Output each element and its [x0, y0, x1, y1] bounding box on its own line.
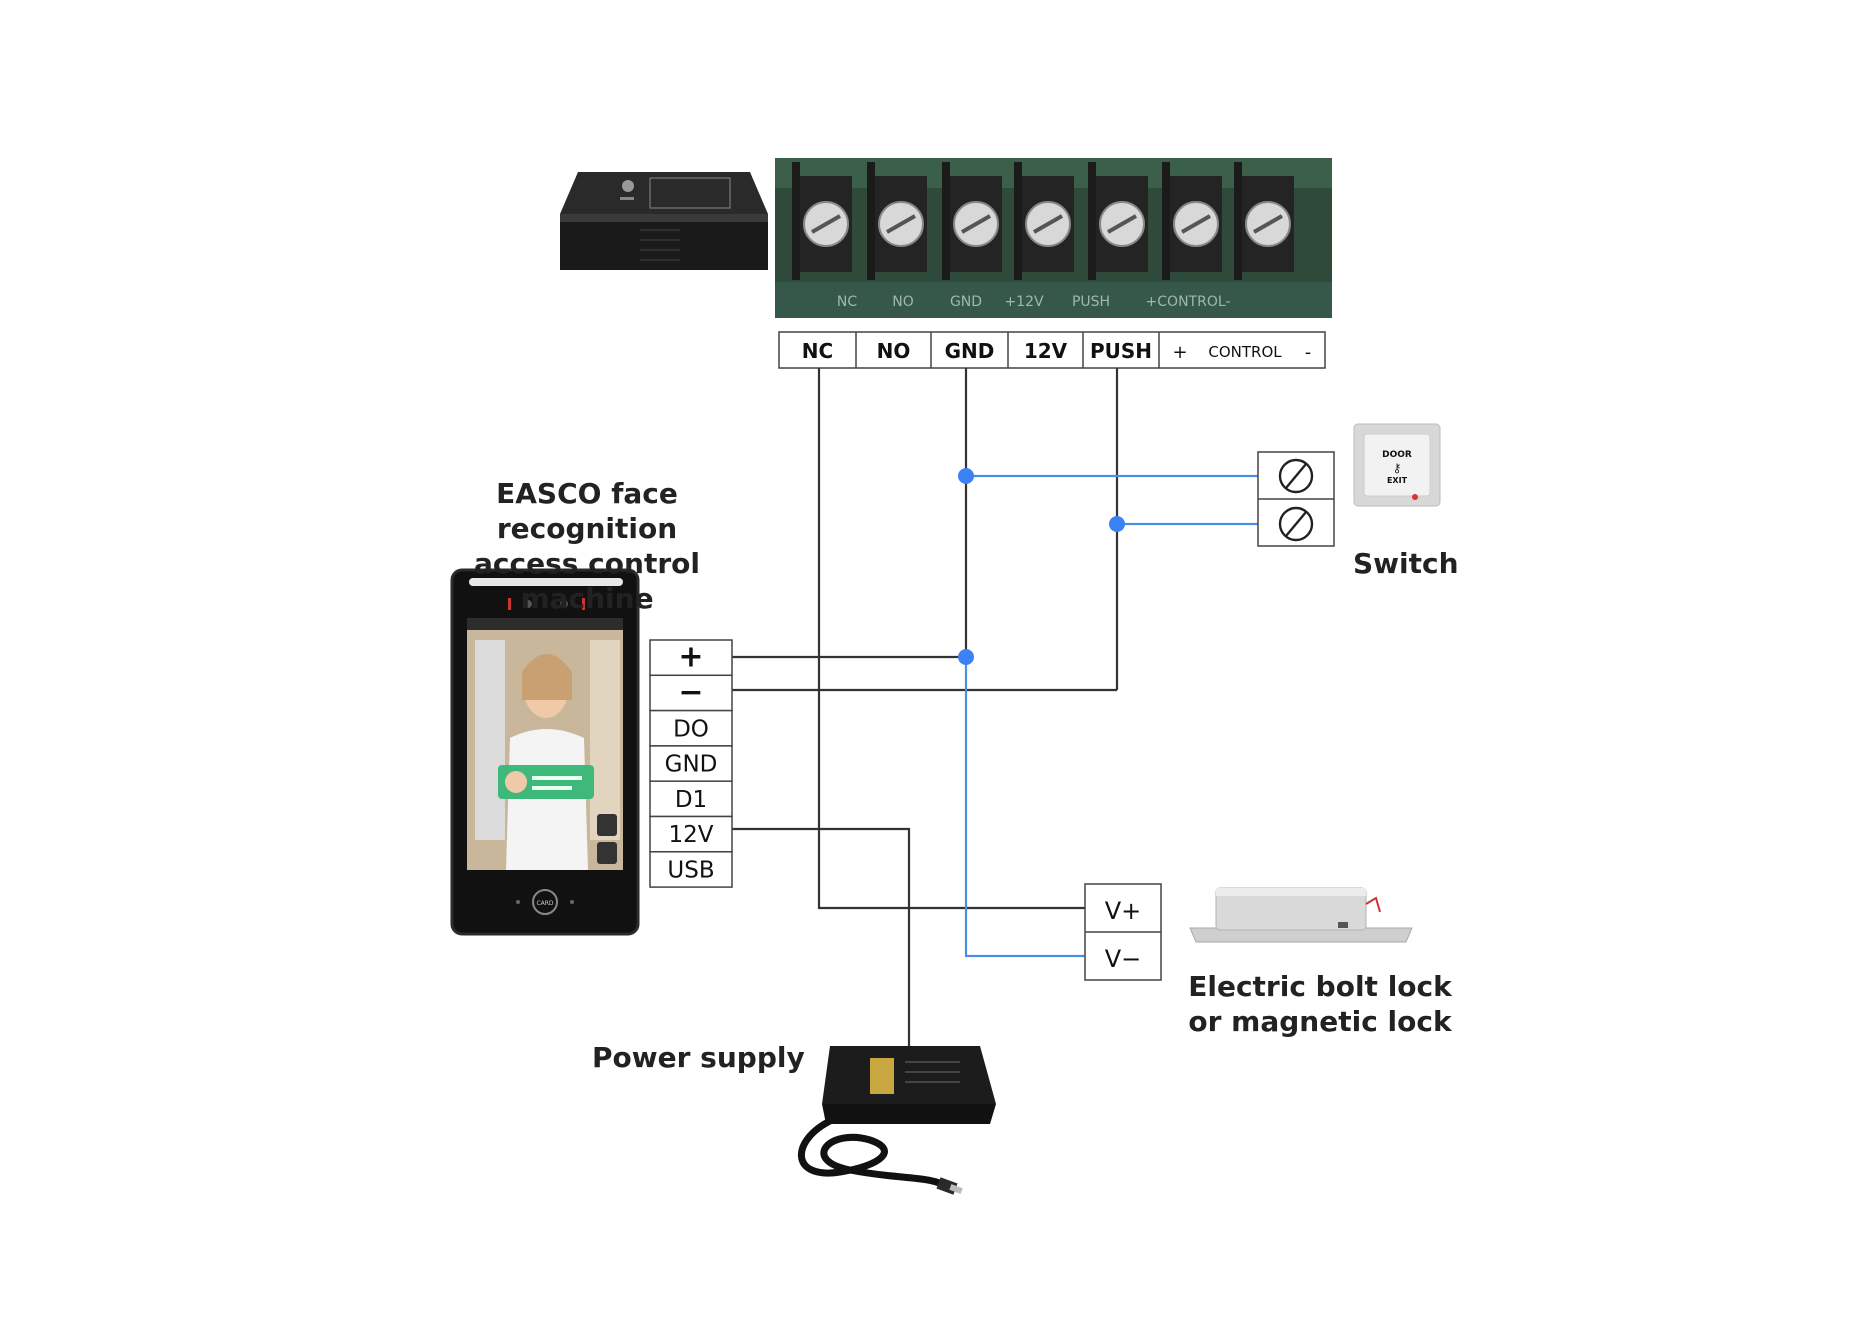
terminal-separator	[1162, 162, 1170, 280]
device-terminal-label: D1	[675, 787, 707, 813]
lock-label-line2: or magnetic lock	[1188, 1005, 1452, 1038]
screw-slot	[811, 214, 841, 234]
device-terminal-cell	[649, 815, 733, 853]
controller-terminal-table: NC NO GND 12V PUSH + CONTROL -	[778, 331, 1326, 369]
camera-icon	[560, 600, 568, 608]
lock-label: Electric bolt lock or magnetic lock	[1180, 969, 1460, 1039]
card-reader-icon	[532, 889, 558, 915]
board-silkscreen-label: PUSH	[1072, 294, 1110, 310]
electric-bolt-lock-icon	[1189, 887, 1413, 943]
black-wires	[732, 368, 1119, 1050]
device-terminal-cell	[649, 639, 733, 677]
control-plus-label: +	[1172, 342, 1187, 363]
controller-terminal-no: NO	[877, 339, 911, 363]
lock-terminal-vplus: V+	[1105, 897, 1142, 925]
terminal-separator	[792, 162, 800, 280]
board-silkscreen-label: GND	[950, 294, 982, 310]
device-terminal-cell	[649, 780, 733, 818]
junction-node-switch-push	[1109, 516, 1125, 532]
power-supply-label: Power supply	[592, 1041, 805, 1074]
screw-slot	[1253, 214, 1283, 234]
phone-icon	[597, 842, 617, 864]
wire-12v-to-power-supply	[732, 827, 911, 1050]
device-terminal-label: 12V	[668, 822, 713, 848]
board-silkscreen-label: +12V	[1004, 294, 1044, 310]
controller-terminal-12v: 12V	[1024, 339, 1068, 363]
device-terminal-label: USB	[667, 857, 714, 883]
screw-slot	[886, 214, 916, 234]
switch-terminal-screw-icon	[1278, 458, 1314, 494]
key-icon: ⚷	[1393, 461, 1402, 475]
controller-terminal-block-photo: NC NO GND +12V PUSH +CONTROL-	[775, 158, 1332, 318]
screw-slot	[1181, 214, 1211, 234]
device-terminal-table: +− DO GND D1 12V USB	[649, 639, 733, 888]
terminal-separator	[1014, 162, 1022, 280]
exit-button-text-door: DOOR	[1382, 450, 1412, 460]
camera-icon	[524, 600, 532, 608]
junction-node-plus-gnd	[958, 649, 974, 665]
lock-icon	[597, 814, 617, 836]
control-label: CONTROL	[1208, 343, 1282, 361]
controller-terminal-gnd: GND	[945, 339, 995, 363]
device-terminal-cell	[649, 851, 733, 888]
card-label: CARD	[536, 900, 553, 907]
wire-gnd-to-lock-vminus	[964, 658, 1085, 958]
wire-nc-to-lock-vplus	[817, 368, 1085, 910]
junction-node-switch-gnd	[958, 468, 974, 484]
board-silkscreen-label: NO	[892, 294, 914, 310]
exit-button-icon: DOOR ⚷ EXIT	[1353, 423, 1441, 507]
power-supply-adapter-icon	[798, 1046, 996, 1195]
device-label-line1: EASCO face recognition	[496, 477, 678, 545]
lock-label-line1: Electric bolt lock	[1188, 970, 1452, 1003]
switch-terminal-screw-icon	[1278, 506, 1314, 542]
screw-slot	[1033, 214, 1063, 234]
blue-wires	[964, 474, 1258, 958]
device-terminal-label: −	[678, 675, 703, 710]
face-recognition-device: CARD	[450, 568, 640, 936]
device-label-line2: access control machine	[474, 547, 700, 615]
lock-terminal-table: V+ V−	[1084, 883, 1162, 981]
power-controller-box	[560, 172, 768, 270]
terminal-separator	[942, 162, 950, 280]
device-label: EASCO face recognition access control ma…	[407, 476, 767, 616]
device-terminal-label: GND	[665, 752, 718, 778]
control-minus-label: -	[1305, 342, 1312, 363]
terminal-separator	[867, 162, 875, 280]
board-silkscreen-label: NC	[837, 294, 857, 310]
controller-terminal-push: PUSH	[1090, 339, 1152, 363]
device-terminal-label: +	[678, 640, 703, 675]
device-terminal-cell	[649, 745, 733, 782]
screw-slot	[1107, 214, 1137, 234]
lock-terminal-vminus: V−	[1105, 945, 1142, 973]
exit-button-text-exit: EXIT	[1387, 476, 1408, 485]
controller-terminal-nc: NC	[802, 339, 833, 363]
switch-label: Switch	[1353, 547, 1459, 580]
terminal-separator	[1088, 162, 1096, 280]
board-silkscreen-label: +CONTROL-	[1146, 294, 1231, 310]
screw-slot	[961, 214, 991, 234]
terminal-separator	[1234, 162, 1242, 280]
switch-terminals	[1257, 451, 1335, 547]
device-terminal-label: DO	[673, 716, 709, 742]
